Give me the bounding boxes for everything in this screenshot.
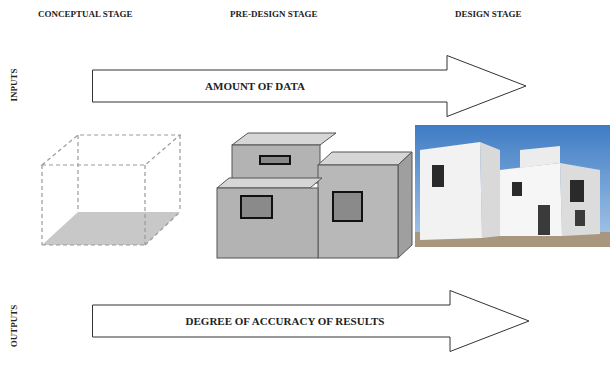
- massing-blocks: [217, 133, 412, 258]
- stage-heading: CONCEPTUAL STAGE: [38, 10, 133, 19]
- row-label: OUTPUTS: [10, 305, 19, 348]
- arrow-shape: DEGREE OF ACCURACY OF RESULTS: [92, 290, 530, 352]
- arrow-label: DEGREE OF ACCURACY OF RESULTS: [186, 316, 385, 327]
- stage-heading: PRE-DESIGN STAGE: [230, 10, 318, 19]
- stage-heading: DESIGN STAGE: [455, 10, 522, 19]
- arrow-shape: AMOUNT OF DATA: [92, 55, 527, 117]
- row-label: INPUTS: [10, 68, 19, 101]
- arrow-outline: [92, 55, 527, 117]
- arrow-label: AMOUNT OF DATA: [205, 81, 305, 92]
- building-photo: [415, 125, 610, 247]
- wireframe-box: [42, 135, 180, 245]
